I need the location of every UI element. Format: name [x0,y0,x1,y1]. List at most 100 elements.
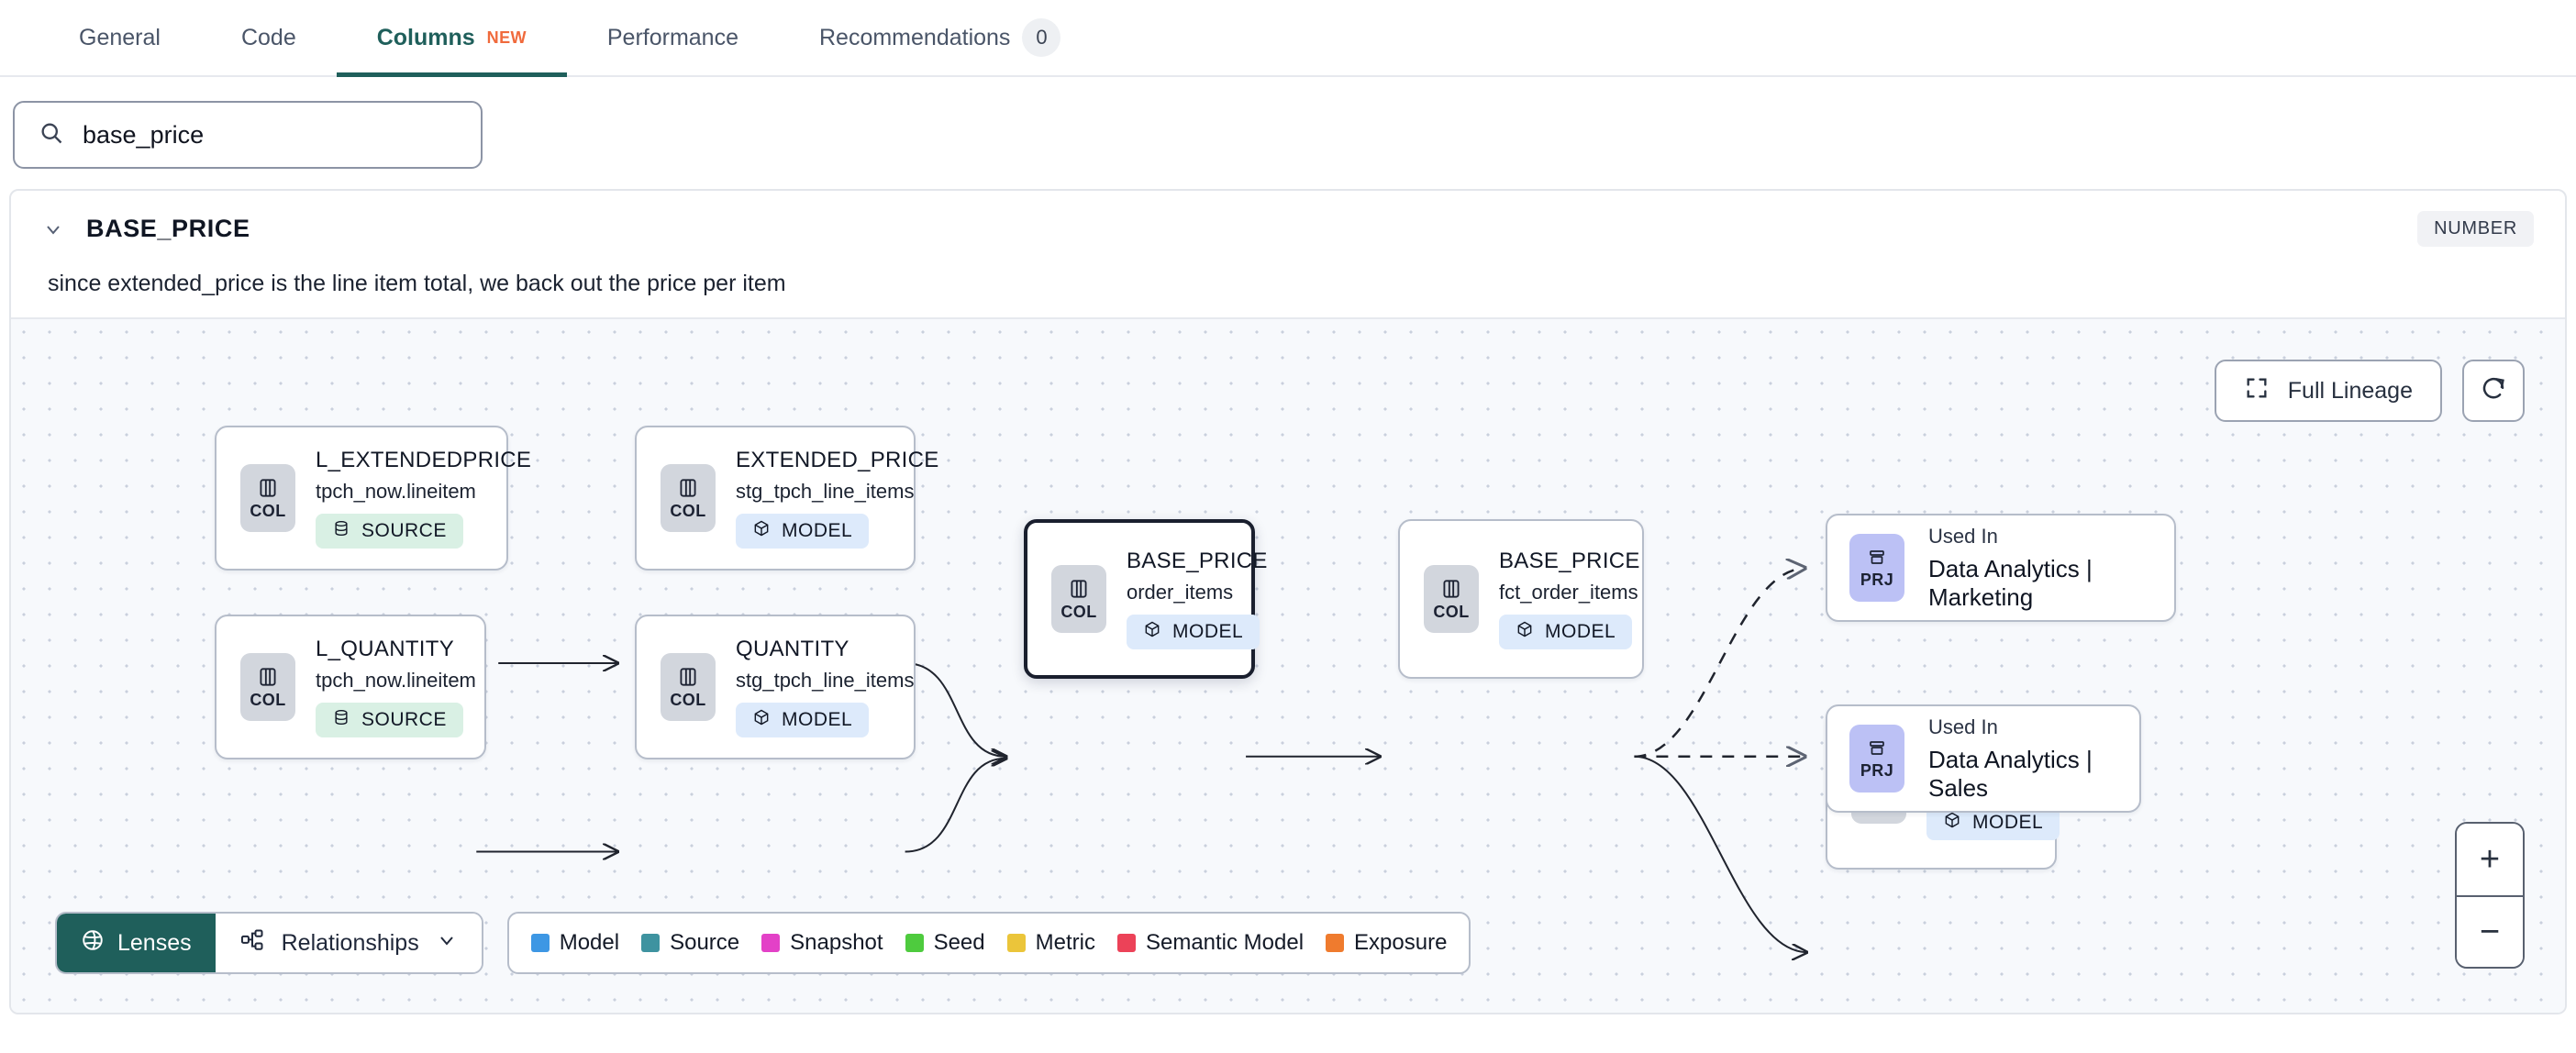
tab-label: Columns [376,24,475,50]
cube-icon [752,708,771,732]
full-lineage-button[interactable]: Full Lineage [2214,360,2442,422]
node-type-tag: MODEL [1499,615,1633,649]
legend-item-model[interactable]: Model [530,930,620,956]
project-node-value: Data Analytics | Sales [1928,745,2093,802]
node-name: BASE_PRICE [1127,549,1268,573]
tab-code[interactable]: Code [201,0,337,75]
legend-swatch [1116,934,1136,952]
tab-bar: General Code Columns NEW Performance Rec… [0,0,2576,77]
lineage-node-base-price-order-items[interactable]: COL BASE_PRICE order_items MODEL [1024,519,1267,679]
column-icon: COL [661,653,716,721]
column-icon-label: COL [1433,602,1470,621]
legend-label: Metric [1035,930,1095,955]
tab-performance[interactable]: Performance [567,0,779,75]
project-node-label: Used In [1928,715,1998,738]
lineage-node-l-extendedprice[interactable]: COL L_EXTENDEDPRICE tpch_now.lineitem SO… [215,426,531,571]
node-subtitle: stg_tpch_line_items [736,480,915,503]
relationships-dropdown[interactable]: Relationships [215,914,482,972]
project-icon-label: PRJ [1860,760,1894,780]
node-tag-label: SOURCE [361,520,447,541]
recommendations-count-badge: 0 [1022,18,1061,57]
project-node-value: Data Analytics | Marketing [1928,554,2093,611]
tab-label: General [79,24,161,50]
lineage-node-extended-price[interactable]: COL EXTENDED_PRICE stg_tpch_line_items M… [635,426,938,571]
legend-item-snapshot[interactable]: Snapshot [761,930,883,956]
legend-swatch [530,934,550,952]
cube-icon [1943,811,1961,835]
lineage-node-quantity[interactable]: COL QUANTITY stg_tpch_line_items MODEL [635,615,916,759]
column-description: since extended_price is the line item to… [48,271,786,296]
legend-swatch [905,934,924,952]
zoom-out-button[interactable]: − [2457,895,2523,967]
lineage-node-base-price-fct-order-items[interactable]: COL BASE_PRICE fct_order_items MODEL [1398,519,1644,679]
expand-icon [2244,375,2270,407]
node-type-tag: SOURCE [316,703,463,737]
tab-columns[interactable]: Columns NEW [336,0,568,77]
aperture-icon [81,928,105,959]
column-icon: COL [1424,565,1479,633]
legend-item-semantic-model[interactable]: Semantic Model [1116,930,1305,956]
legend-label: Model [559,930,620,955]
node-subtitle: order_items [1127,581,1234,604]
column-icon-label: COL [250,690,286,709]
page-title: BASE_PRICE [86,215,250,242]
legend-item-metric[interactable]: Metric [1006,930,1095,956]
tab-general[interactable]: General [39,0,201,75]
legend-label: Semantic Model [1145,930,1305,955]
search-icon [39,120,64,150]
nodes-icon [239,927,265,959]
column-header: BASE_PRICE NUMBER [11,191,2565,252]
search-box[interactable] [13,101,483,169]
lenses-label: Lenses [117,929,192,956]
legend: Model Source Snapshot Seed Metric [506,912,1471,974]
legend-item-exposure[interactable]: Exposure [1326,930,1447,956]
project-icon-label: PRJ [1860,570,1894,589]
legend-swatch [1006,934,1026,952]
node-type-tag: MODEL [736,514,870,549]
database-icon [332,708,350,732]
project-icon: PRJ [1849,534,1904,602]
node-type-tag: SOURCE [316,514,463,549]
legend-item-source[interactable]: Source [641,930,739,956]
refresh-button[interactable] [2462,360,2525,422]
column-detail-panel: BASE_PRICE NUMBER since extended_price i… [9,189,2567,1014]
column-icon-label: COL [250,501,286,520]
column-icon: COL [661,464,716,532]
tab-label: Performance [606,24,738,50]
tab-label: Code [240,24,296,50]
lineage-node-project-marketing[interactable]: PRJ Used In Data Analytics | Marketing [1826,514,2176,622]
chevron-down-icon[interactable] [42,218,73,240]
column-icon: COL [1051,565,1106,633]
node-tag-label: MODEL [1172,621,1244,642]
column-icon: COL [240,653,295,721]
tab-recommendations[interactable]: Recommendations 0 [779,0,1101,75]
database-icon [332,519,350,543]
cube-icon [1516,620,1534,644]
node-subtitle: tpch_now.lineitem [316,669,476,692]
search-section [0,77,2576,189]
node-subtitle: stg_tpch_line_items [736,669,915,692]
search-input[interactable] [83,120,457,150]
project-node-label: Used In [1928,524,1998,548]
column-icon-label: COL [670,690,706,709]
legend-label: Snapshot [790,930,883,955]
cube-icon [1143,620,1161,644]
legend-swatch [641,934,661,952]
node-tag-label: MODEL [782,709,853,730]
node-tag-label: MODEL [782,520,853,541]
lineage-node-l-quantity[interactable]: COL L_QUANTITY tpch_now.lineitem SOURCE [215,615,486,759]
zoom-in-button[interactable]: + [2457,824,2523,895]
lineage-node-project-sales[interactable]: PRJ Used In Data Analytics | Sales [1826,704,2141,813]
column-icon-label: COL [670,501,706,520]
node-subtitle: fct_order_items [1499,581,1638,604]
legend-label: Exposure [1354,930,1448,955]
legend-item-seed[interactable]: Seed [905,930,985,956]
lineage-canvas[interactable]: COL L_EXTENDEDPRICE tpch_now.lineitem SO… [11,317,2565,1014]
lenses-button[interactable]: Lenses [57,914,216,972]
node-type-tag: MODEL [1127,615,1260,649]
zoom-controls: + − [2455,822,2525,969]
node-tag-label: MODEL [1545,621,1616,642]
node-name: BASE_PRICE [1499,549,1640,573]
node-tag-label: SOURCE [361,709,447,730]
lineage-edges [476,319,2565,1014]
